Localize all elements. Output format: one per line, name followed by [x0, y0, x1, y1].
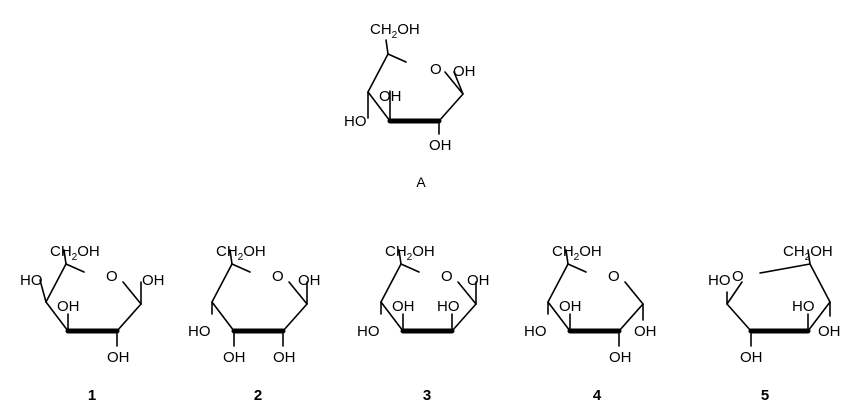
ring-bond	[726, 303, 752, 332]
ring-bond	[567, 263, 587, 273]
ring-oxygen: O	[106, 268, 118, 285]
ring-bond	[367, 53, 389, 93]
ch2oh-bond	[565, 249, 569, 265]
ho-label: HO	[437, 298, 460, 315]
oh-label: OH	[142, 272, 165, 289]
ring-bond	[45, 263, 67, 303]
caption-4: 4	[593, 387, 602, 404]
ring-bond	[726, 281, 743, 305]
ch2oh-bond	[398, 249, 402, 265]
ho-label: HO	[20, 272, 43, 289]
ring-bond	[547, 263, 569, 303]
ring-oxygen: O	[732, 268, 744, 285]
ch2oh-bond	[385, 39, 389, 55]
structure-4: CH2OH O OH HO OH OH	[524, 243, 657, 366]
ch2oh-bond	[807, 249, 811, 265]
caption-5: 5	[761, 387, 769, 404]
ch2oh-label: CH2OH	[783, 243, 833, 263]
ch2oh-bond	[229, 249, 233, 265]
oh-label: OH	[107, 349, 130, 366]
ring-oxygen: O	[430, 61, 442, 78]
oh-bond	[453, 71, 464, 95]
ho-bond	[39, 279, 47, 303]
ring-bond	[45, 301, 69, 332]
caption-3: 3	[423, 387, 431, 404]
ch2oh-bond	[63, 249, 67, 265]
structure-2: CH2OH O OH HO OH OH	[188, 243, 321, 366]
oh-label: OH	[298, 272, 321, 289]
ring-bond	[367, 91, 391, 122]
ring-bond	[288, 281, 308, 305]
ring-bond	[438, 93, 464, 122]
oh-label: OH	[609, 349, 632, 366]
oh-label: OH	[392, 298, 415, 315]
ring-bond	[65, 263, 85, 273]
oh-label: OH	[57, 298, 80, 315]
ch2oh-label: CH2OH	[216, 243, 266, 263]
ch2oh-label: CH2OH	[552, 243, 602, 263]
ring-bond	[211, 263, 233, 303]
ring-bond	[380, 301, 404, 332]
caption-a: A	[416, 174, 426, 190]
oh-label: OH	[223, 349, 246, 366]
ring-oxygen: O	[272, 268, 284, 285]
ho-label: HO	[708, 272, 731, 289]
ring-bond	[807, 301, 831, 332]
oh-label: OH	[453, 63, 476, 80]
ho-label: HO	[792, 298, 815, 315]
ring-oxygen: O	[441, 268, 453, 285]
ho-label: HO	[188, 323, 211, 340]
ring-bond	[759, 263, 811, 274]
oh-label: OH	[429, 137, 452, 154]
ring-bond	[444, 71, 464, 95]
oh-label: OH	[379, 88, 402, 105]
oh-label: OH	[818, 323, 841, 340]
ch2oh-label: CH2OH	[385, 243, 435, 263]
structure-1: CH2OH O OH HO OH OH	[20, 243, 165, 366]
ring-bond	[231, 263, 251, 273]
ring-bond	[116, 303, 142, 332]
oh-label: OH	[740, 349, 763, 366]
caption-2: 2	[254, 387, 262, 404]
ch2oh-label: CH2OH	[370, 21, 420, 41]
ring-bond	[380, 263, 402, 303]
oh-label: OH	[634, 323, 657, 340]
ring-bond	[547, 301, 571, 332]
ch2oh-label: CH2OH	[50, 243, 100, 263]
ho-label: HO	[344, 113, 367, 130]
ring-bond	[618, 303, 644, 332]
ring-bond	[809, 263, 831, 303]
structure-a: CH2OH O OH OH HO OH	[344, 21, 476, 154]
oh-label: OH	[559, 298, 582, 315]
ring-bond	[211, 301, 235, 332]
ring-bond	[451, 303, 477, 332]
caption-1: 1	[88, 387, 96, 404]
ho-label: HO	[357, 323, 380, 340]
structure-3: CH2OH O OH OH HO HO	[357, 243, 490, 340]
oh-label: OH	[273, 349, 296, 366]
ring-bond	[457, 281, 477, 305]
ring-bond	[624, 281, 644, 305]
ring-bond	[387, 53, 407, 63]
ring-bond	[122, 281, 142, 305]
ho-label: HO	[524, 323, 547, 340]
ring-oxygen: O	[608, 268, 620, 285]
structure-5: CH2OH O HO HO OH OH	[708, 243, 841, 366]
ring-bond	[282, 303, 308, 332]
ring-bond	[400, 263, 420, 273]
oh-label: OH	[467, 272, 490, 289]
